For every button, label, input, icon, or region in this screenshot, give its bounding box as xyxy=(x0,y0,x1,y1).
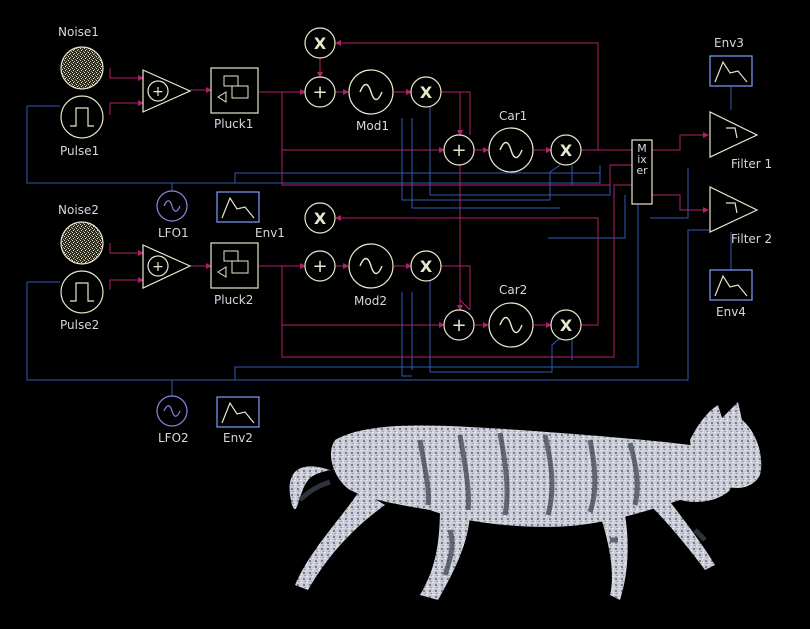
car2-multiply[interactable]: X xyxy=(550,309,582,341)
mixer-label: Mixer xyxy=(636,142,648,177)
filter2-label: Filter 2 xyxy=(731,232,773,246)
env3-label: Env3 xyxy=(714,36,744,50)
svg-text:X: X xyxy=(560,141,573,160)
mod1-feedback-multiply[interactable]: X xyxy=(304,27,336,59)
mod1-add[interactable]: + xyxy=(304,76,336,108)
env4-label: Env4 xyxy=(716,305,746,319)
noise2-label: Noise2 xyxy=(58,203,99,217)
sine-wave-icon xyxy=(499,141,523,159)
noise1-label: Noise1 xyxy=(58,25,99,39)
env3-node[interactable] xyxy=(709,55,753,87)
pluck1-node[interactable] xyxy=(210,67,259,114)
filter2-node[interactable] xyxy=(709,186,759,233)
car1-label: Car1 xyxy=(499,109,528,123)
svg-text:+: + xyxy=(451,140,466,161)
sine-wave-icon xyxy=(499,316,523,334)
pulse2-node[interactable] xyxy=(60,270,104,314)
mod2-add[interactable]: + xyxy=(304,250,336,282)
mod2-label: Mod2 xyxy=(354,294,387,308)
svg-text:X: X xyxy=(314,209,327,228)
envelope-icon xyxy=(714,274,748,297)
svg-text:+: + xyxy=(312,82,327,103)
sine-wave-icon xyxy=(163,405,181,417)
mod1-oscillator[interactable] xyxy=(348,69,394,115)
env1-label: Env1 xyxy=(255,226,285,240)
filter1-node[interactable] xyxy=(709,111,759,158)
sine-wave-icon xyxy=(359,83,383,101)
audio-wires xyxy=(109,40,709,358)
envelope-icon xyxy=(221,196,255,219)
svg-text:X: X xyxy=(560,316,573,335)
square-wave-icon xyxy=(70,282,94,302)
svg-text:+: + xyxy=(152,84,164,100)
mod2-multiply[interactable]: X xyxy=(410,250,442,282)
sine-wave-icon xyxy=(359,257,383,275)
svg-text:+: + xyxy=(152,259,164,275)
pluck1-label: Pluck1 xyxy=(214,117,254,131)
lowpass-icon xyxy=(726,127,738,139)
lfo1-label: LFO1 xyxy=(158,226,189,240)
mixer-node[interactable] xyxy=(631,139,653,205)
svg-text:+: + xyxy=(451,315,466,336)
mod2-feedback-multiply[interactable]: X xyxy=(304,202,336,234)
env1-node[interactable] xyxy=(216,191,260,223)
mod1-label: Mod1 xyxy=(356,119,389,133)
envelope-icon xyxy=(714,60,748,83)
filter1-label: Filter 1 xyxy=(731,157,773,171)
mod1-multiply[interactable]: X xyxy=(410,76,442,108)
control-wires xyxy=(26,87,732,397)
pulse1-node[interactable] xyxy=(60,95,104,139)
car2-oscillator[interactable] xyxy=(488,302,534,348)
lfo2-label: LFO2 xyxy=(158,431,189,445)
car2-label: Car2 xyxy=(499,283,528,297)
env2-label: Env2 xyxy=(223,431,253,445)
car1-multiply[interactable]: X xyxy=(550,134,582,166)
svg-text:X: X xyxy=(420,257,433,276)
env4-node[interactable] xyxy=(709,269,753,301)
pluck1-mixer-amp[interactable]: + xyxy=(142,69,192,113)
pluck2-node[interactable] xyxy=(210,242,259,289)
pulse1-label: Pulse1 xyxy=(60,144,100,158)
sine-wave-icon xyxy=(163,200,181,212)
square-wave-icon xyxy=(70,107,94,127)
svg-text:X: X xyxy=(314,34,327,53)
lfo1-node[interactable] xyxy=(156,190,188,222)
envelope-icon xyxy=(221,401,255,424)
lowpass-icon xyxy=(726,202,738,214)
pluck2-label: Pluck2 xyxy=(214,293,254,307)
car1-add[interactable]: + xyxy=(443,134,475,166)
noise1-node[interactable] xyxy=(60,46,104,90)
car2-add[interactable]: + xyxy=(443,309,475,341)
svg-text:X: X xyxy=(420,83,433,102)
walking-cat-image xyxy=(289,402,762,600)
mod2-oscillator[interactable] xyxy=(348,243,394,289)
svg-text:+: + xyxy=(312,256,327,277)
car1-oscillator[interactable] xyxy=(488,127,534,173)
pulse2-label: Pulse2 xyxy=(60,318,100,332)
pluck2-mixer-amp[interactable]: + xyxy=(142,244,192,289)
noise2-node[interactable] xyxy=(60,221,104,265)
env2-node[interactable] xyxy=(216,396,260,428)
lfo2-node[interactable] xyxy=(156,395,188,427)
